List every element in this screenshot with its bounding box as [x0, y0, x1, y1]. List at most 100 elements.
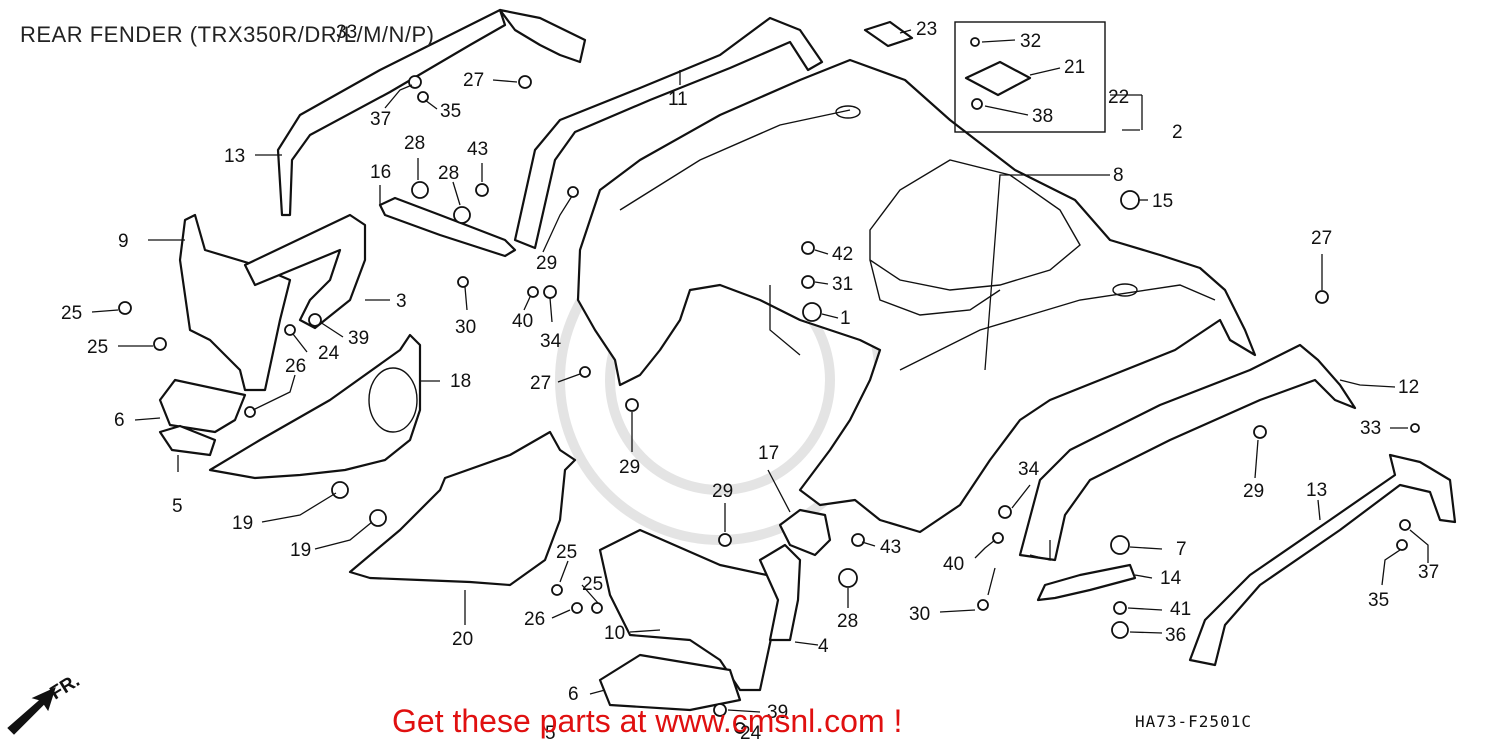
callout-8: 8 — [1113, 165, 1124, 186]
callout-5-left: 5 — [172, 496, 183, 517]
callout-29-b: 29 — [619, 457, 640, 478]
callout-29-a: 29 — [536, 253, 557, 274]
part-35-washer-a — [417, 91, 429, 103]
part-2-inner-box — [869, 259, 1001, 316]
callout-14: 14 — [1160, 568, 1182, 589]
callout-25-a: 25 — [61, 303, 82, 324]
callout-5-bottom: 5 — [545, 723, 556, 744]
part-12-guard-right — [1018, 343, 1357, 562]
leader-lines — [91, 29, 1429, 734]
part-28-grommet-b — [453, 206, 471, 224]
callout-42: 42 — [832, 244, 853, 265]
callout-35-a: 35 — [440, 101, 461, 122]
part-13-guard-left — [276, 8, 507, 217]
part-18-inner-guard — [208, 333, 422, 480]
callout-40-a: 40 — [512, 311, 533, 332]
callout-22: 22 — [1108, 87, 1129, 108]
part-16-plate — [378, 196, 517, 258]
part-9-mudguard-left — [178, 213, 292, 392]
part-22-kit-frame — [954, 21, 1106, 133]
part-14-stay — [1036, 563, 1137, 602]
callout-43-a: 43 — [467, 139, 488, 160]
callout-10: 10 — [604, 623, 625, 644]
part-19-clip-b — [369, 509, 387, 527]
callout-11: 11 — [668, 89, 688, 110]
callout-32: 32 — [1020, 31, 1041, 52]
part-5-clip-left — [158, 424, 217, 457]
part-15-grommet — [1120, 190, 1140, 210]
part-10-mudguard-right — [598, 528, 792, 692]
part-29-nut-d — [718, 533, 732, 547]
part-13-bracket — [498, 8, 587, 64]
part-27-screw-b — [579, 366, 591, 378]
callout-34-a: 34 — [540, 331, 562, 352]
callout-37-a: 37 — [370, 109, 391, 130]
part-31-washer — [801, 275, 815, 289]
footer-link[interactable]: Get these parts at www.cmsnl.com ! — [392, 703, 903, 739]
part-33-screw-b — [1410, 423, 1420, 433]
part-43-bolt-a — [475, 183, 489, 197]
part-20-side-cover — [348, 430, 577, 587]
callout-16: 16 — [370, 162, 391, 183]
part-42-bolt — [801, 241, 815, 255]
callout-9: 9 — [118, 231, 129, 252]
callout-13-right: 13 — [1306, 480, 1327, 501]
callout-27-b: 27 — [530, 373, 551, 394]
part-32-screw — [970, 37, 980, 47]
callout-6-left: 6 — [114, 410, 125, 431]
part-25-screw-b — [153, 337, 167, 351]
diagram-code: HA73-F2501C — [1135, 712, 1252, 731]
callout-26-a: 26 — [285, 356, 306, 377]
callout-28-a: 28 — [404, 133, 425, 154]
part-38-rubber — [971, 98, 983, 110]
part-17-bracket — [778, 508, 832, 557]
hardware-group — [118, 37, 1420, 734]
part-39-collar-b — [713, 703, 727, 717]
callout-30-a: 30 — [455, 317, 476, 338]
part-28-grommet-a — [411, 181, 429, 199]
part-40-washer-a — [527, 286, 539, 298]
callout-33-left: 33 — [336, 22, 357, 43]
part-39-collar-a — [308, 313, 322, 327]
callout-40-b: 40 — [943, 554, 964, 575]
callout-20: 20 — [452, 629, 473, 650]
callout-43-b: 43 — [880, 537, 901, 558]
part-18-ring — [368, 367, 418, 433]
callout-12: 12 — [1398, 377, 1419, 398]
part-2-hole-right — [1112, 283, 1138, 297]
part-30-bolt-b — [977, 599, 989, 611]
callout-35-b: 35 — [1368, 590, 1389, 611]
part-28-grommet-c — [838, 568, 858, 588]
part-4-stay — [758, 543, 802, 642]
part-2-right-rib — [899, 284, 1216, 371]
callout-18: 18 — [450, 371, 471, 392]
part-2-inner-well — [869, 159, 1081, 291]
part-34-nut-b — [998, 505, 1012, 519]
callout-29-c: 29 — [712, 481, 733, 502]
page-title: REAR FENDER (TRX350R/DR/L/M/N/P) — [20, 22, 435, 47]
part-6-plate-left — [158, 378, 247, 434]
callout-26-b: 26 — [524, 609, 545, 630]
callout-37-b: 37 — [1418, 562, 1439, 583]
part-3-stay — [243, 213, 367, 330]
part-25-screw-c — [551, 584, 563, 596]
callout-1: 1 — [840, 308, 851, 329]
part-25-screw-d — [591, 602, 603, 614]
callout-numbers: 1 2 3 4 5 5 6 6 7 8 9 10 11 12 13 13 14 … — [61, 19, 1439, 744]
part-2-hole-top — [835, 105, 861, 119]
callout-3: 3 — [396, 291, 407, 312]
callout-29-d: 29 — [1243, 481, 1264, 502]
part-29-nut-a — [567, 186, 579, 198]
callout-28-b: 28 — [438, 163, 459, 184]
callout-27-a: 27 — [463, 70, 484, 91]
callout-15: 15 — [1152, 191, 1173, 212]
callout-31: 31 — [832, 274, 853, 295]
part-41-washer — [1113, 601, 1127, 615]
callout-17: 17 — [758, 443, 779, 464]
callout-24-a: 24 — [318, 343, 340, 364]
part-2-left-rib — [619, 109, 851, 211]
callout-23: 23 — [916, 19, 937, 40]
callout-4: 4 — [818, 636, 829, 657]
part-29-nut-b — [625, 398, 639, 412]
part-25-screw-a — [118, 301, 132, 315]
